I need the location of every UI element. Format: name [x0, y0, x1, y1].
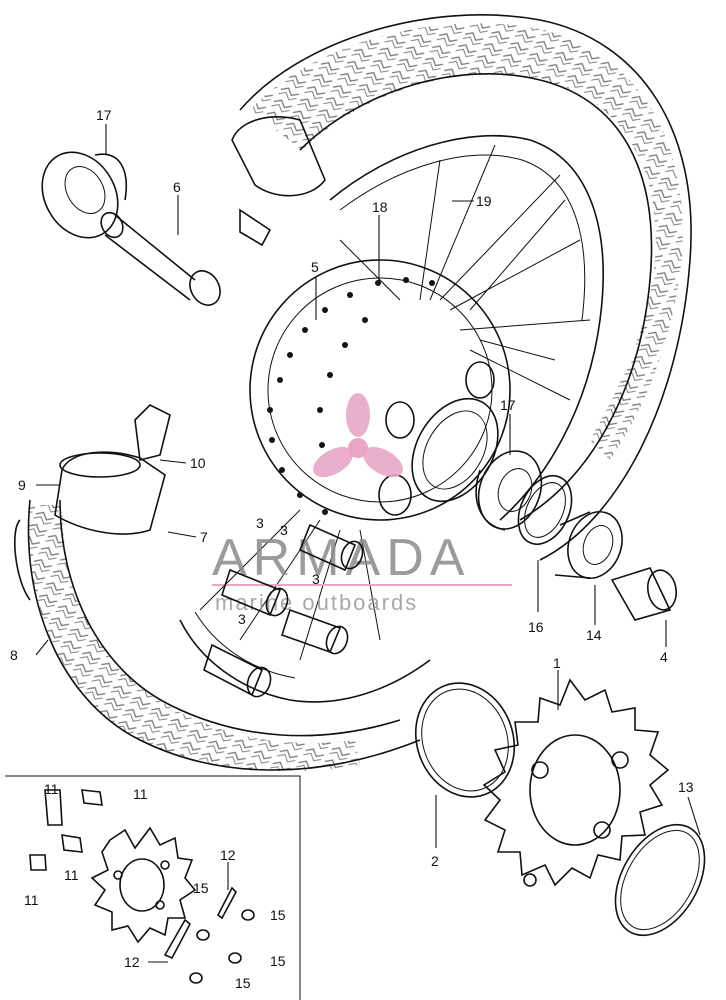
callout-8: 8 — [10, 647, 18, 663]
callout-19: 19 — [476, 193, 492, 209]
spacer-tube — [100, 211, 221, 306]
callout-15-c: 15 — [270, 953, 286, 969]
callout-5: 5 — [311, 259, 319, 275]
callout-17-lower: 17 — [500, 397, 516, 413]
inset-panel — [5, 775, 301, 1000]
watermark-brand: ARMADA — [212, 529, 470, 587]
callout-9: 9 — [18, 477, 26, 493]
callout-11-d: 11 — [24, 892, 39, 908]
callout-16: 16 — [528, 619, 544, 635]
callout-4: 4 — [660, 649, 668, 665]
rim — [179, 134, 604, 703]
callout-3-d: 3 — [238, 611, 246, 627]
callout-7: 7 — [200, 529, 208, 545]
bearing-upper — [41, 151, 127, 239]
callout-17-upper: 17 — [96, 107, 112, 123]
callout-15-a: 15 — [193, 880, 209, 896]
axle-stack — [475, 450, 678, 621]
watermark: ARMADA marine outboards — [212, 393, 512, 615]
callout-14: 14 — [586, 627, 602, 643]
callout-3-c: 3 — [312, 571, 320, 587]
callout-11-b: 11 — [133, 786, 148, 802]
callout-3-b: 3 — [280, 522, 288, 538]
propeller-logo-icon — [313, 393, 403, 478]
callout-15-d: 15 — [235, 975, 251, 991]
callout-3-a: 3 — [256, 515, 264, 531]
callout-10: 10 — [190, 455, 206, 471]
damper-rubbers — [203, 523, 364, 698]
callout-2: 2 — [431, 853, 439, 869]
leader-lines — [35, 124, 701, 963]
callout-1: 1 — [553, 655, 561, 671]
spokes — [199, 144, 591, 661]
tire — [14, 14, 692, 772]
sprocket-assembly — [414, 678, 706, 937]
callout-18: 18 — [372, 199, 388, 215]
callout-12-a: 12 — [220, 847, 236, 863]
callout-12-b: 12 — [124, 954, 140, 970]
callout-13: 13 — [678, 779, 694, 795]
callout-15-b: 15 — [270, 907, 286, 923]
inner-tube-section — [54, 404, 171, 535]
watermark-tagline: marine outboards — [215, 590, 418, 615]
callout-11-a: 11 — [44, 781, 59, 797]
callout-6: 6 — [173, 179, 181, 195]
callout-11-c: 11 — [64, 867, 79, 883]
hub — [249, 259, 511, 521]
hub-holes — [267, 277, 435, 515]
callout-labels: 17 6 18 19 5 10 9 17 7 3 3 3 3 8 16 14 4… — [10, 107, 694, 991]
